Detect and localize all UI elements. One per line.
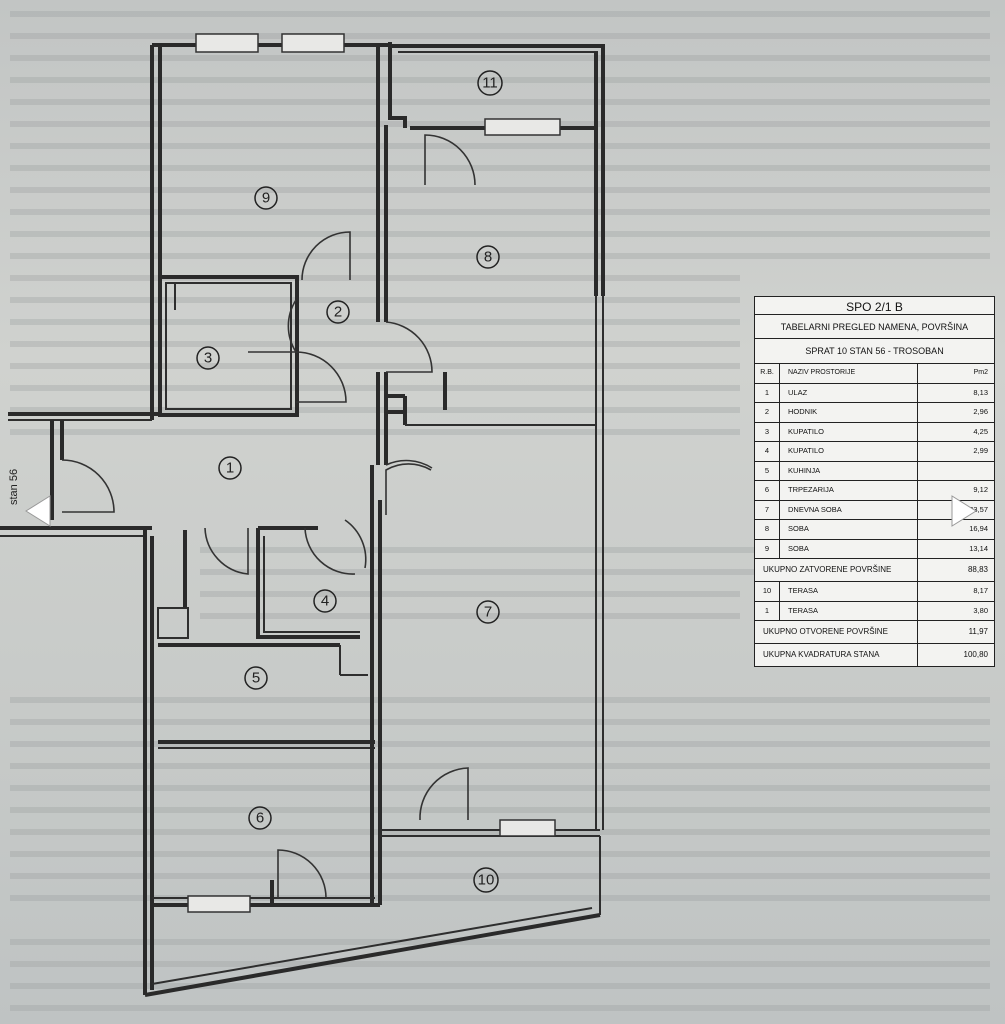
area-table: SPO 2/1 B TABELARNI PREGLED NAMENA, POVR…: [754, 296, 995, 667]
walls: [0, 42, 605, 997]
row-name: HODNIK: [780, 403, 918, 422]
room-11-label: 11: [477, 70, 503, 96]
row-name: TRPEZARIJA: [780, 481, 918, 500]
next-image-button[interactable]: [946, 494, 980, 528]
grand-total-row: UKUPNA KVADRATURA STANA 100,80: [755, 644, 994, 666]
background-text-lines: [10, 11, 990, 1011]
row-rb: 4: [755, 442, 780, 461]
table-header: R.B. NAZIV PROSTORIJE Pm2: [755, 364, 994, 384]
row-area: 3,80: [973, 605, 988, 615]
row-area: 2,96: [973, 407, 988, 416]
room-7-label: 7: [476, 600, 500, 624]
row-rb: 1: [755, 383, 780, 402]
row-area: 16,94: [969, 524, 988, 533]
row-area: 9,12: [973, 485, 988, 494]
row-rb: 3: [755, 422, 780, 441]
row-area: [918, 462, 994, 481]
header-area: Pm2: [973, 369, 988, 376]
open-total-value: 11,97: [968, 627, 988, 636]
row-area: 2,99: [973, 446, 988, 455]
grand-total-value: 100,80: [963, 650, 988, 659]
row-rb: 10: [755, 582, 780, 601]
row-rb: 7: [755, 500, 780, 519]
row-name: KUHINJA: [780, 461, 918, 480]
row-name: KUPATILO: [780, 422, 918, 441]
room-10-label: 10: [473, 867, 499, 893]
closed-total-label: UKUPNO ZATVORENE POVRŠINE: [755, 559, 918, 581]
svg-text:7: 7: [484, 604, 492, 621]
svg-text:6: 6: [256, 810, 264, 827]
room-5-label: 5: [244, 666, 268, 690]
row-rb: 1: [755, 601, 780, 620]
table-title: SPO 2/1 B: [755, 297, 994, 315]
row-rb: 2: [755, 403, 780, 422]
closed-total-value: 88,83: [967, 565, 988, 574]
chevron-left-icon: [25, 495, 51, 527]
table-subtitle: TABELARNI PREGLED NAMENA, POVRŠINA: [755, 315, 994, 339]
open-total-label: UKUPNO OTVORENE POVRŠINE: [755, 621, 918, 643]
row-rb: 8: [755, 520, 780, 539]
row-rb: 6: [755, 481, 780, 500]
row-name: SOBA: [780, 539, 918, 558]
windows: [187, 33, 561, 913]
room-labels: 1 2 3 4 5 6 7 8 9 10 11: [196, 70, 503, 893]
row-name: SOBA: [780, 520, 918, 539]
row-rb: 5: [755, 461, 780, 480]
svg-text:4: 4: [321, 593, 329, 610]
row-name: TERASA: [780, 601, 918, 620]
row-rb: 9: [755, 539, 780, 558]
room-9-label: 9: [254, 186, 278, 210]
svg-text:3: 3: [204, 350, 212, 367]
svg-text:8: 8: [484, 249, 492, 266]
open-total-row: UKUPNO OTVORENE POVRŠINE 11,97: [755, 621, 994, 644]
grand-total-label: UKUPNA KVADRATURA STANA: [755, 644, 918, 666]
row-name: KUPATILO: [780, 442, 918, 461]
room-3-label: 3: [196, 346, 220, 370]
svg-text:10: 10: [478, 872, 495, 889]
header-rb: R.B.: [755, 364, 780, 383]
row-area: 13,14: [969, 543, 988, 553]
svg-text:9: 9: [262, 190, 270, 207]
row-name: DNEVNA SOBA: [780, 500, 918, 519]
row-area: 23,57: [969, 504, 988, 514]
chevron-right-icon: [951, 495, 977, 527]
room-6-label: 6: [248, 806, 272, 830]
row-name: ULAZ: [780, 383, 918, 402]
row-name: TERASA: [780, 582, 918, 601]
table-sprat: SPRAT 10 STAN 56 - TROSOBAN: [755, 339, 994, 364]
room-4-label: 4: [313, 589, 337, 613]
header-name: NAZIV PROSTORIJE: [780, 364, 918, 383]
doors: [61, 134, 476, 899]
room-1-label: 1: [218, 456, 242, 480]
row-area: 8,13: [973, 387, 988, 397]
svg-text:1: 1: [226, 460, 234, 477]
svg-text:11: 11: [482, 75, 498, 92]
row-area: 4,25: [973, 426, 988, 436]
room-2-label: 2: [326, 300, 350, 324]
closed-total-row: UKUPNO ZATVORENE POVRŠINE 88,83: [755, 559, 994, 582]
room-8-label: 8: [476, 245, 500, 269]
svg-text:2: 2: [334, 304, 342, 321]
stan-label: stan 56: [8, 469, 20, 505]
previous-image-button[interactable]: [22, 494, 56, 528]
svg-text:5: 5: [252, 670, 260, 687]
row-area: 8,17: [973, 586, 988, 595]
